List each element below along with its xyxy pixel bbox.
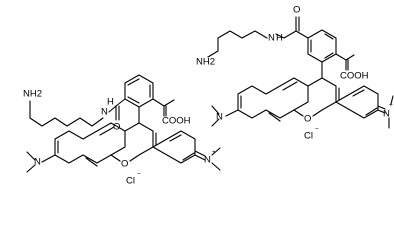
right-aminohexyl-chain [207,30,268,58]
left-xanthene-left-ring [54,122,140,164]
right-iminium-charge: + [389,102,393,109]
left-carbonyl-o-label: O [113,122,120,133]
right-acid-label: COOH [340,71,369,82]
left-counterion-label: Cl [126,176,135,187]
chemical-structures-canvas: NH2 N H O COOH O N N + Cl − NH2 [23,5,394,187]
left-amide-n-label: N [101,107,108,118]
right-xanthene-oxygen-bonds [293,101,337,117]
left-benzoic-ring [124,74,154,108]
right-amide-h-label: H [276,33,283,44]
left-counterion-charge: − [137,171,141,178]
left-dimethylamino-bonds [26,151,56,173]
right-benzoic-ring-inner-bonds [310,33,334,59]
right-amine-label: NH2 [196,57,215,68]
left-carboxyl-bonds [152,98,175,117]
left-xanthene-right-ring [138,122,196,164]
left-amide-h-label: H [107,97,114,108]
right-xanthene-double-bonds [240,81,378,122]
left-benzoic-ring-inner-bonds [127,78,151,104]
right-dimethylamino-bonds [211,105,239,127]
left-iminium-bonds [194,147,221,171]
left-amide-bonds [108,98,126,121]
left-aminohexyl-chain [29,100,104,127]
right-counterion-label: Cl [304,131,313,142]
right-xanthene-right-ring [321,77,379,119]
right-ring-o-label: O [304,114,311,125]
left-acid-label: COOH [162,116,191,127]
right-amide-bonds [275,16,309,39]
left-amine-label: NH2 [23,89,42,100]
right-counterion-charge: − [315,126,319,133]
left-xanthene-double-bonds [57,126,195,167]
right-benzoic-ring [307,29,337,63]
left-molecule: NH2 N H O COOH O N N + Cl − [23,74,221,187]
right-xanthene-left-ring [237,77,323,119]
left-dimethylamino-n-label: N [34,157,41,168]
left-ring-o-label: O [121,159,128,170]
right-amide-n-label: N [268,33,275,44]
left-xanthene-oxygen-bonds [110,146,154,162]
right-carbonyl-o-label: O [293,5,300,16]
right-iminium-bonds [377,95,394,129]
right-carboxyl-bonds [335,53,355,71]
left-iminium-charge: + [212,149,216,156]
right-dimethylamino-n-label: N [216,112,223,123]
right-iminium-n-label: N [383,109,390,120]
left-iminium-n-label: N [204,155,211,166]
right-molecule: NH2 N H O COOH O N N + Cl − [196,5,394,142]
